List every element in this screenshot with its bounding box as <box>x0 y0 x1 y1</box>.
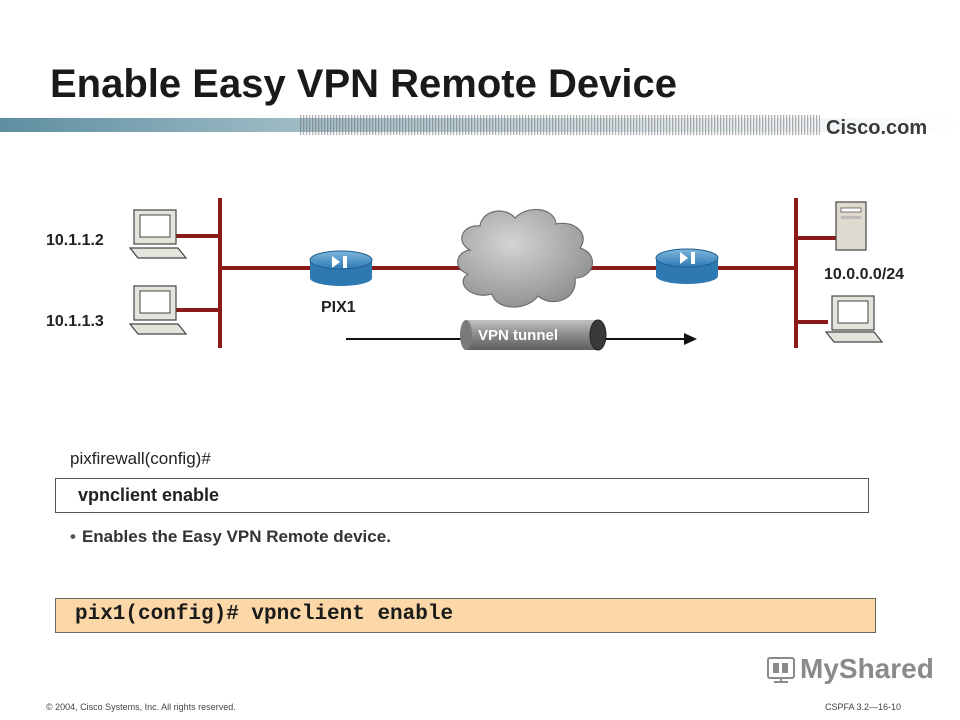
pix-firewall-icon <box>309 250 373 286</box>
footer-course-ref: CSPFA 3.2—16-10 <box>825 702 902 712</box>
tunnel-label: VPN tunnel <box>478 327 559 344</box>
remote-workstation-icon <box>824 295 884 343</box>
slide-title: Enable Easy VPN Remote Device <box>50 62 677 106</box>
workstation-icon <box>128 209 188 259</box>
pix1-label: PIX1 <box>321 299 356 316</box>
command-syntax-box: vpnclient enable <box>55 478 869 513</box>
footer-copyright: © 2004, Cisco Systems, Inc. All rights r… <box>46 702 236 712</box>
example-command-box: pix1(config)# vpnclient enable <box>55 598 876 633</box>
server-icon <box>835 201 867 251</box>
left-lan-segment <box>172 198 222 348</box>
network-diagram <box>128 198 884 351</box>
example-command: pix1(config)# vpnclient enable <box>75 603 454 626</box>
right-lan-segment <box>794 198 836 348</box>
remote-firewall-icon <box>655 248 719 284</box>
bullet-icon: • <box>70 527 76 546</box>
remote-network-label: 10.0.0.0/24 <box>824 266 905 283</box>
command-prompt: pixfirewall(config)# <box>70 449 211 468</box>
command-description: • Enables the Easy VPN Remote device. <box>70 527 391 547</box>
description-text: Enables the Easy VPN Remote device. <box>81 527 391 546</box>
host1-ip-label: 10.1.1.2 <box>46 232 104 249</box>
command-syntax: vpnclient enable <box>78 485 220 505</box>
internet-cloud-icon <box>457 208 593 308</box>
cisco-brand: Cisco.com <box>826 117 928 139</box>
workstation-icon <box>128 285 188 335</box>
myshared-logo-text: MyShared <box>800 653 934 684</box>
host2-ip-label: 10.1.1.3 <box>46 313 104 330</box>
header-band <box>0 115 960 135</box>
myshared-logo <box>767 657 795 683</box>
vpn-tunnel-icon <box>460 319 607 351</box>
